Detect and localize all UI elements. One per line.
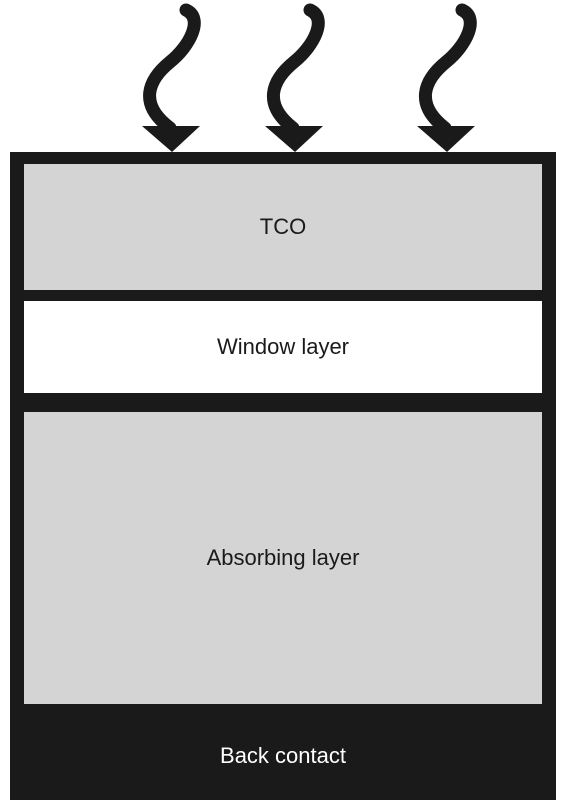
solar-cell-stack: TCO Window layer Absorbing layer Back co… [10,152,556,800]
tco-layer: TCO [24,164,542,290]
absorbing-layer-label: Absorbing layer [206,545,360,570]
tco-label: TCO [259,214,307,239]
light-ray-icon [417,3,477,152]
back-contact-layer: Back contact [10,712,556,800]
light-ray-icon [142,3,201,152]
back-contact-label: Back contact [220,743,346,768]
window-layer: Window layer [24,301,542,393]
window-layer-label: Window layer [216,334,350,359]
absorbing-layer: Absorbing layer [24,412,542,704]
incident-light-arrows [142,3,477,152]
light-ray-icon [265,3,325,152]
